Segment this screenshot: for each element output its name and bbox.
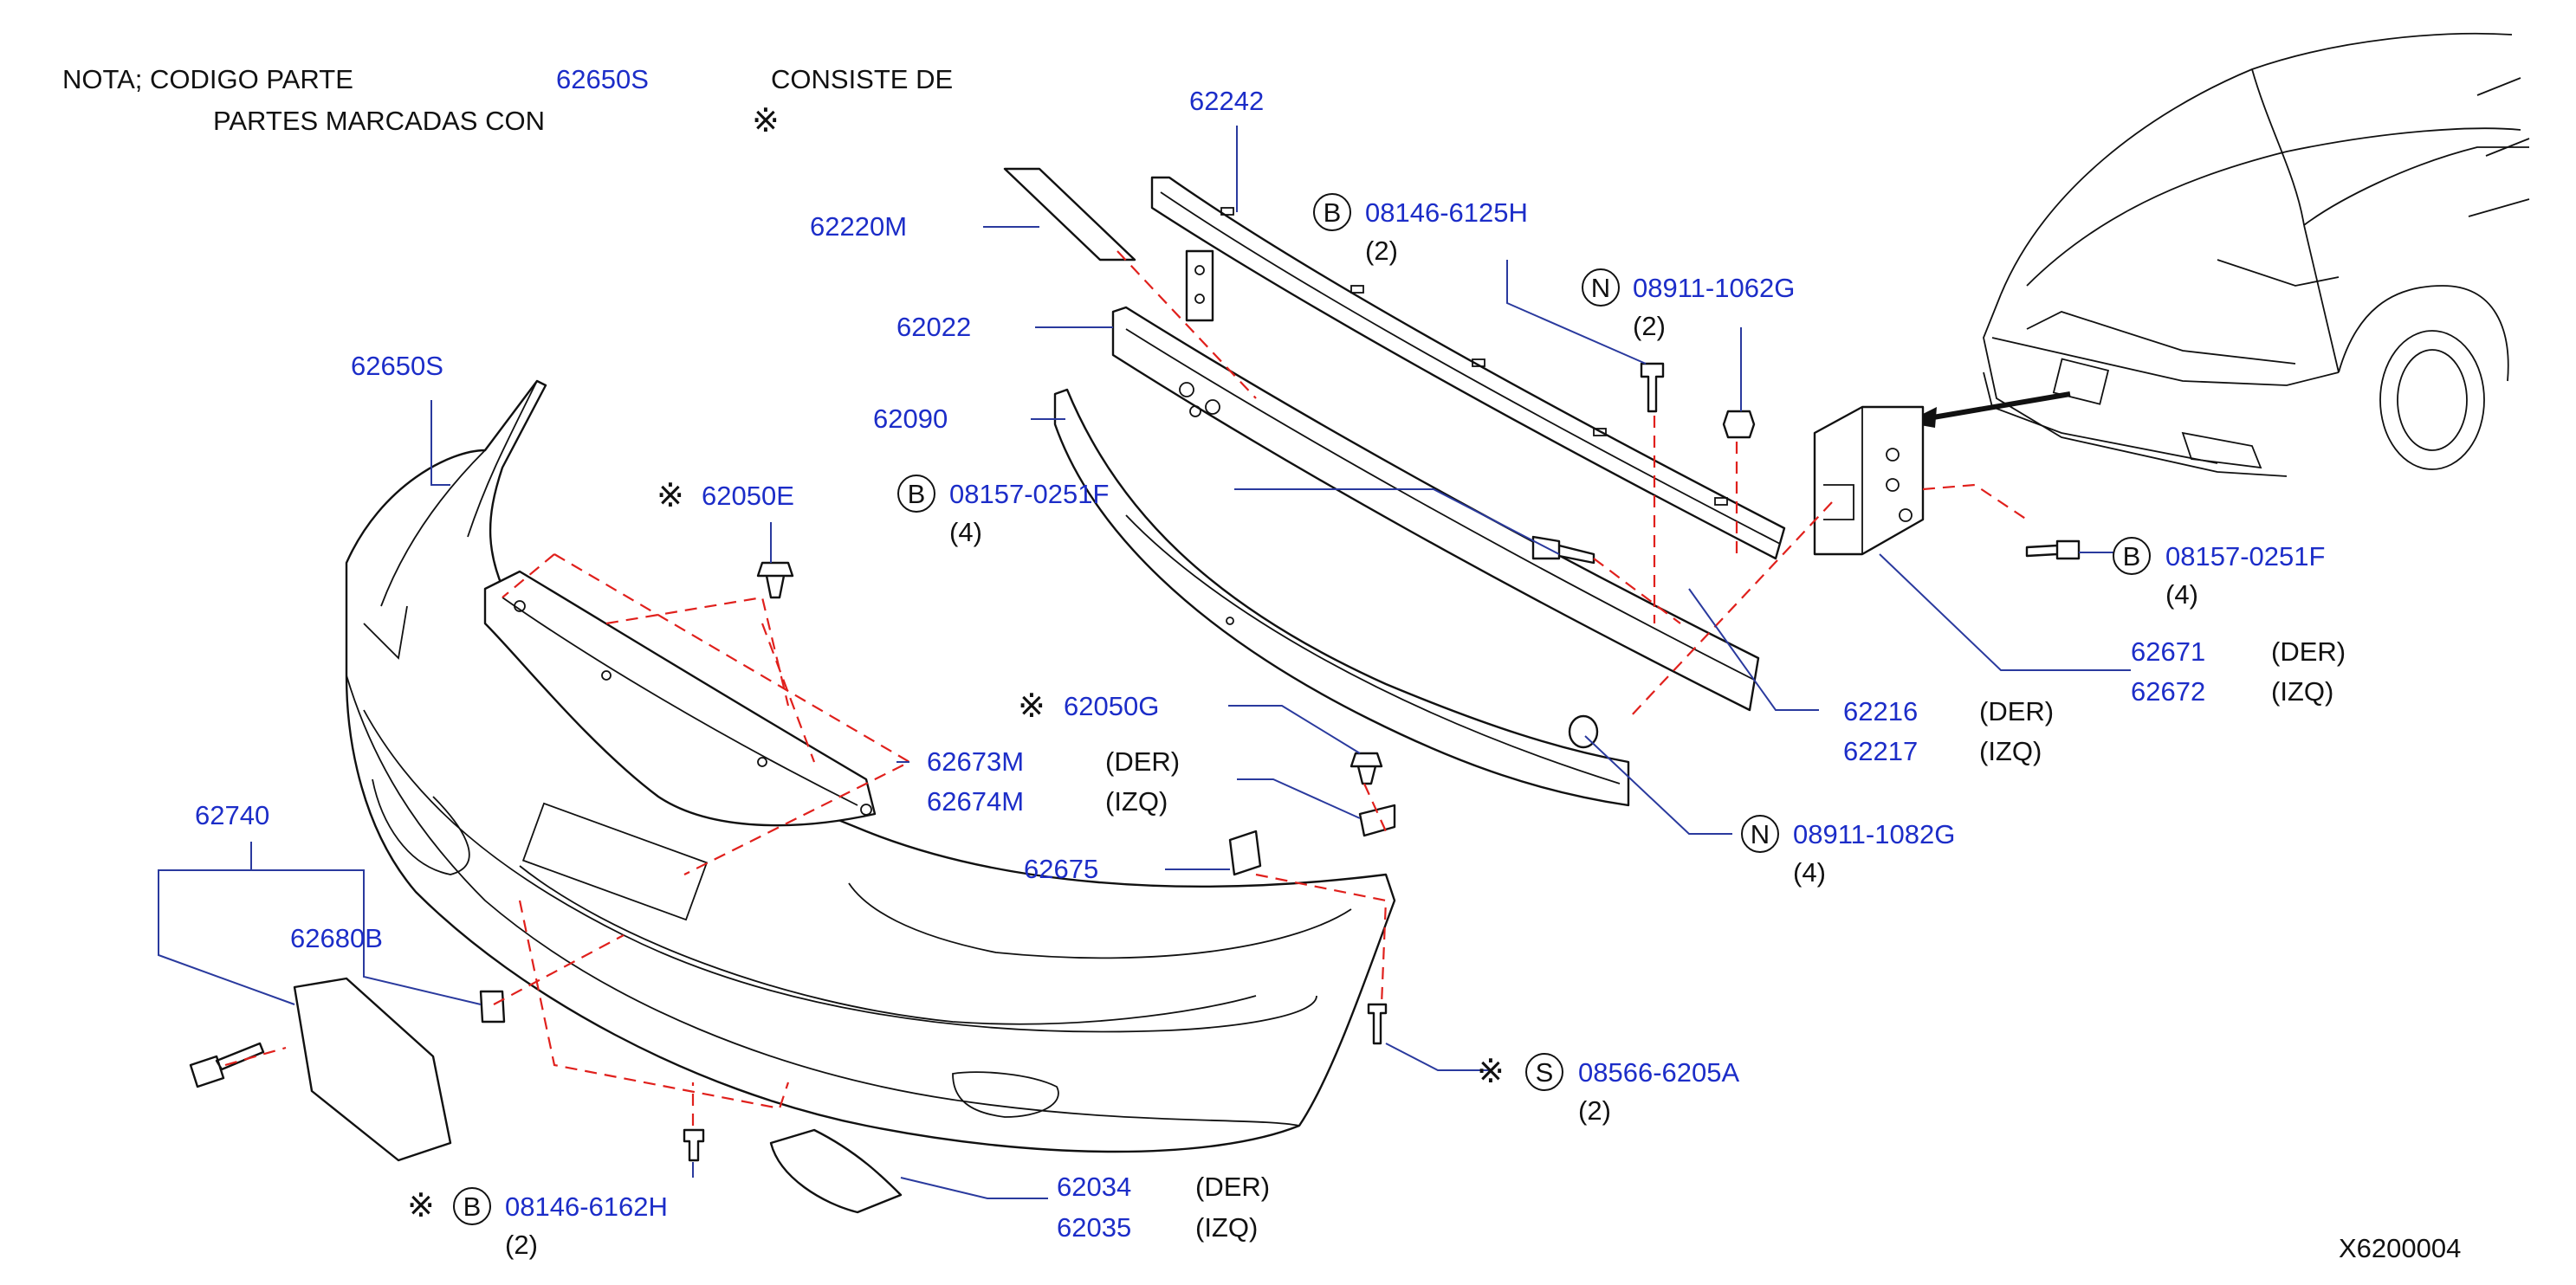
- fog-lamp-bezel: [769, 1128, 903, 1214]
- label-62671[interactable]: 62671: [2131, 636, 2205, 667]
- note-mark-icon: ※: [752, 103, 780, 139]
- label-08157-0251F-right[interactable]: 08157-0251F: [2165, 541, 2325, 571]
- license-plate-bracket: [293, 977, 452, 1162]
- callout-08911-1062G[interactable]: N 08911-1062G (2): [1582, 268, 1795, 341]
- bolt-0251F-right-icon: [2025, 539, 2081, 560]
- label-62675[interactable]: 62675: [1024, 854, 1098, 884]
- upper-bracket: [483, 570, 877, 827]
- callout-62673M-62674M[interactable]: 62673M (DER) 62674M (IZQ): [927, 746, 1180, 817]
- lower-absorber: [1053, 388, 1630, 807]
- qty-08566-6205A: (2): [1578, 1095, 1611, 1126]
- label-62672-izq: (IZQ): [2271, 676, 2333, 707]
- note-line1-suffix: CONSISTE DE: [771, 64, 953, 94]
- letter-b-badge: B: [2123, 541, 2141, 571]
- nut-1082G-icon: [1568, 714, 1599, 749]
- label-08146-6162H[interactable]: 08146-6162H: [505, 1191, 668, 1222]
- label-62090[interactable]: 62090: [873, 404, 948, 434]
- label-08157-0251F-left[interactable]: 08157-0251F: [949, 479, 1109, 509]
- clip-62680B-icon: [479, 990, 506, 1023]
- label-62674M[interactable]: 62674M: [927, 786, 1024, 817]
- reinforcement-pad: [1003, 167, 1136, 262]
- bolt-6162H-icon: [683, 1128, 705, 1162]
- label-62220M[interactable]: 62220M: [810, 211, 907, 242]
- note-line1-prefix: NOTA; CODIGO PARTE: [62, 64, 353, 94]
- bracket-clip-62050G-plate: [1358, 804, 1396, 837]
- callout-62050E[interactable]: ※ 62050E: [657, 478, 794, 514]
- note-line2: PARTES MARCADAS CON: [213, 106, 545, 136]
- label-62035-izq: (IZQ): [1195, 1212, 1258, 1243]
- label-62673M[interactable]: 62673M: [927, 746, 1024, 777]
- bumper-reinforcement: [1150, 176, 1786, 560]
- mark-icon: ※: [657, 478, 684, 514]
- side-bracket: [1813, 405, 1925, 556]
- letter-b-badge: B: [908, 479, 926, 509]
- note-part-number[interactable]: 62650S: [556, 64, 649, 94]
- qty-08911-1062G: (2): [1633, 311, 1666, 341]
- screw-6205A-icon: [1367, 1003, 1388, 1045]
- callout-08146-6125H[interactable]: B 08146-6125H (2): [1313, 193, 1528, 266]
- letter-b-badge: B: [1324, 197, 1342, 228]
- label-62216[interactable]: 62216: [1843, 696, 1918, 726]
- mark-icon: ※: [1018, 688, 1045, 725]
- clip-62050G-icon: [1349, 752, 1383, 785]
- bumper-fascia: [345, 379, 1396, 1153]
- qty-08146-6162H: (2): [505, 1230, 538, 1260]
- energy-absorber: [1111, 306, 1760, 712]
- label-08146-6125H[interactable]: 08146-6125H: [1365, 197, 1528, 228]
- callout-08157-0251F-left[interactable]: B 08157-0251F (4): [897, 475, 1109, 547]
- callout-62671-62672[interactable]: 62671 (DER) 62672 (IZQ): [2131, 636, 2346, 707]
- mark-icon: ※: [407, 1188, 435, 1224]
- note-block: NOTA; CODIGO PARTE 62650S CONSISTE DE PA…: [62, 64, 953, 139]
- callout-08146-6162H[interactable]: ※ B 08146-6162H (2): [407, 1187, 668, 1260]
- label-62217-izq: (IZQ): [1979, 736, 2042, 766]
- figure-id: X6200004: [2339, 1233, 2461, 1263]
- direction-arrow: [1927, 391, 2071, 421]
- label-62740[interactable]: 62740: [195, 800, 269, 830]
- letter-n-badge: N: [1591, 273, 1610, 303]
- letter-s-badge: S: [1536, 1057, 1554, 1088]
- clip-62050E-icon: [756, 561, 794, 599]
- label-62673M-der: (DER): [1105, 746, 1180, 777]
- label-62050E[interactable]: 62050E: [702, 481, 794, 511]
- nut-1062G-icon: [1722, 410, 1756, 439]
- callout-08911-1082G[interactable]: N 08911-1082G (4): [1741, 815, 1955, 888]
- leader-lines: [158, 126, 2131, 1199]
- callout-08157-0251F-right[interactable]: B 08157-0251F (4): [2113, 537, 2325, 610]
- label-62035[interactable]: 62035: [1057, 1212, 1131, 1243]
- callout-08566-6205A[interactable]: ※ S 08566-6205A (2): [1477, 1053, 1739, 1126]
- assembly-guides: [224, 250, 2028, 1126]
- vehicle-sketch: [1983, 32, 2530, 477]
- label-62022[interactable]: 62022: [896, 312, 971, 342]
- letter-b-badge: B: [463, 1191, 482, 1222]
- label-62680B[interactable]: 62680B: [290, 923, 383, 953]
- label-08911-1082G[interactable]: 08911-1082G: [1793, 819, 1955, 849]
- qty-08146-6125H: (2): [1365, 236, 1398, 266]
- label-08911-1062G[interactable]: 08911-1062G: [1633, 273, 1795, 303]
- letter-n-badge: N: [1751, 819, 1770, 849]
- bolt-0251F-left-icon: [1531, 535, 1595, 565]
- label-62216-der: (DER): [1979, 696, 2054, 726]
- bracket-62675-icon: [1228, 830, 1262, 876]
- label-62217[interactable]: 62217: [1843, 736, 1918, 766]
- callout-62216-62217[interactable]: 62216 (DER) 62217 (IZQ): [1843, 696, 2054, 766]
- qty-08157-0251F-left: (4): [949, 517, 982, 547]
- label-62650S[interactable]: 62650S: [351, 351, 443, 381]
- mark-icon: ※: [1477, 1054, 1505, 1090]
- label-62672[interactable]: 62672: [2131, 676, 2205, 707]
- qty-08911-1082G: (4): [1793, 857, 1826, 888]
- label-62034-der: (DER): [1195, 1172, 1270, 1202]
- callout-62050G[interactable]: ※ 62050G: [1018, 688, 1159, 725]
- label-08566-6205A[interactable]: 08566-6205A: [1578, 1057, 1739, 1088]
- label-62671-der: (DER): [2271, 636, 2346, 667]
- label-62034[interactable]: 62034: [1057, 1172, 1131, 1202]
- label-62674M-izq: (IZQ): [1105, 786, 1168, 817]
- bolt-6125H-icon: [1640, 362, 1665, 413]
- qty-08157-0251F-right: (4): [2165, 579, 2198, 610]
- label-62242[interactable]: 62242: [1189, 86, 1264, 116]
- label-62050G[interactable]: 62050G: [1064, 691, 1159, 721]
- callout-62034-62035[interactable]: 62034 (DER) 62035 (IZQ): [1057, 1172, 1270, 1243]
